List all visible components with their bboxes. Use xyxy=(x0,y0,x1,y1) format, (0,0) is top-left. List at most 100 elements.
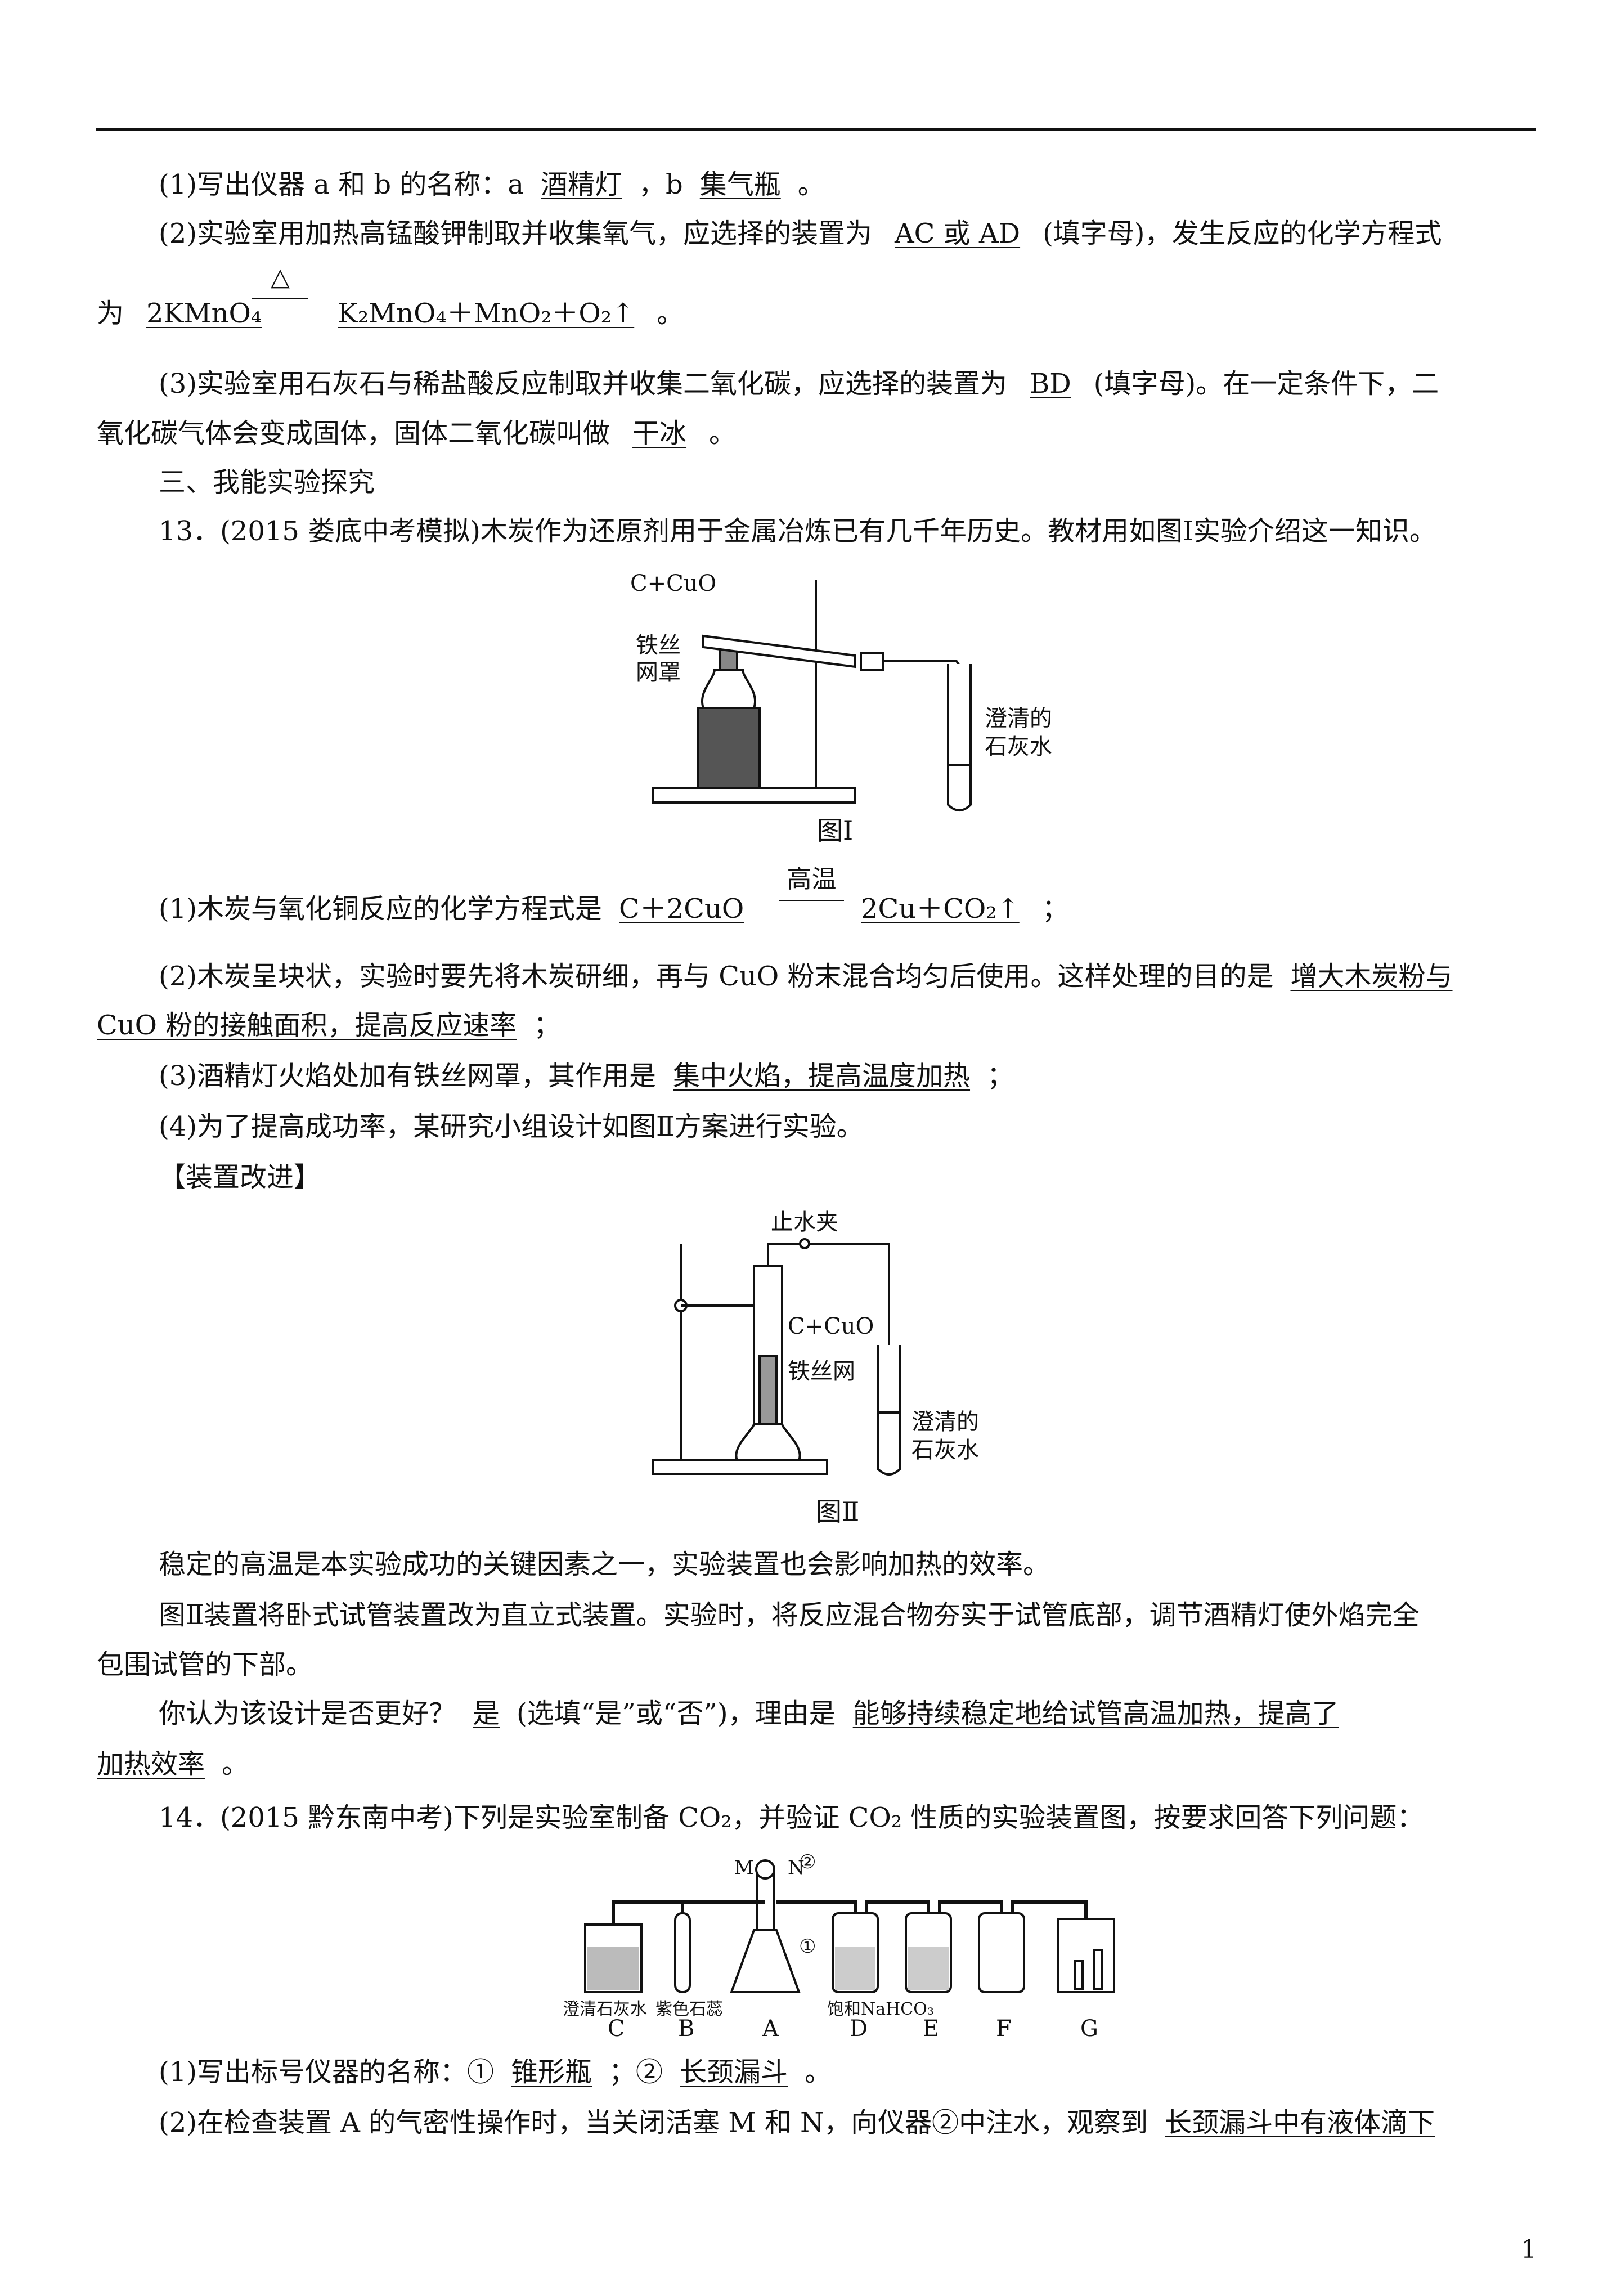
lamp-block xyxy=(697,707,761,789)
valve-n-label: N xyxy=(788,1856,805,1879)
label-c-cuo: C+CuO xyxy=(630,571,716,597)
equation-rhs: K₂MnO₄＋MnO₂＋O₂↑ xyxy=(338,298,635,329)
valve-m-label: M xyxy=(734,1856,754,1879)
condition-label: 高温 xyxy=(787,865,837,894)
q14-intro: 14．(2015 黔东南中考)下列是实验室制备 CO₂，并验证 CO₂ 性质的实… xyxy=(159,1802,1424,1833)
limewater-tube xyxy=(947,664,972,811)
text: (2)在检查装置 A 的气密性操作时，当关闭活塞 M 和 N，向仪器②中注水，观… xyxy=(159,2107,1148,2138)
letter-d: D xyxy=(850,2016,868,2042)
q13-statement-2-line2: 包围试管的下部。 xyxy=(97,1649,313,1680)
text: 。 xyxy=(709,418,737,449)
text: (1)木炭与氧化铜反应的化学方程式是 xyxy=(159,893,602,925)
text: ，b xyxy=(639,169,683,200)
stand-base xyxy=(652,1459,828,1475)
label-lime-1: 澄清的 xyxy=(911,1409,979,1435)
text: (选填“是”或“否”)，理由是 xyxy=(517,1698,836,1729)
figure-1-caption: 图Ⅰ xyxy=(817,815,854,846)
text: ； xyxy=(987,1060,1014,1092)
q13-part2: (2)木炭呈块状，实验时要先将木炭研细，再与 CuO 粉末混合均匀后使用。这样处… xyxy=(159,959,1453,993)
text: (2)木炭呈块状，实验时要先将木炭研细，再与 CuO 粉末混合均匀后使用。这样处… xyxy=(159,961,1274,992)
mark-2: ② xyxy=(799,1851,816,1873)
label-clamp: 止水夹 xyxy=(771,1209,838,1235)
label-lime-2: 石灰水 xyxy=(985,734,1052,760)
letter-f: F xyxy=(996,2016,1012,2042)
q12-part3-line2: 氧化碳气体会变成固体，固体二氧化碳叫做干冰。 xyxy=(97,416,736,450)
text: (3)酒精灯火焰处加有铁丝网罩，其作用是 xyxy=(159,1060,656,1092)
alcohol-lamp xyxy=(735,1423,801,1461)
figure-1-apparatus: C+CuO 铁丝 网罩 澄清的 石灰水 xyxy=(630,571,1052,811)
mesh-section xyxy=(758,1355,778,1430)
beaker-g xyxy=(1057,1918,1115,1993)
q13-part1: (1)木炭与氧化铜反应的化学方程式是 C＋2CuO xyxy=(159,892,744,926)
tube-a-d xyxy=(776,1900,857,1913)
letter-c: C xyxy=(608,2016,625,2042)
equals-bar xyxy=(779,895,844,901)
answer-purpose-1: 增大木炭粉与 xyxy=(1290,961,1453,992)
figure-q14-apparatus: M N ② ① 澄清石灰水 紫色石蕊 饱和NaHCO₃ xyxy=(563,1851,1115,2019)
figure-2-caption: 图Ⅱ xyxy=(816,1496,860,1527)
q13-question: 你认为该设计是否更好？是(选填“是”或“否”)，理由是能够持续稳定地给试管高温加… xyxy=(159,1697,1339,1730)
equation-lhs: C＋2CuO xyxy=(619,893,744,925)
condition-symbol: △ xyxy=(271,263,290,292)
tube-e-f xyxy=(938,1900,1003,1913)
answer-mesh-function: 集中火焰，提高温度加热 xyxy=(673,1060,971,1092)
q13-part2-line2: CuO 粉的接触面积，提高反应速率； xyxy=(97,1008,560,1042)
label-litmus: 紫色石蕊 xyxy=(655,1999,723,2019)
q13-statement-1: 稳定的高温是本实验成功的关键因素之一，实验装置也会影响加热的效率。 xyxy=(159,1549,1050,1580)
label-limewater: 澄清石灰水 xyxy=(563,1999,647,2019)
mark-1: ① xyxy=(799,1935,816,1958)
q13-part1-rhs: 2Cu＋CO₂↑； xyxy=(861,892,1069,926)
answer-b: 集气瓶 xyxy=(699,169,781,200)
page-number: 1 xyxy=(1521,2235,1537,2264)
label-mesh: 铁丝网 xyxy=(788,1358,855,1384)
erlenmeyer-flask-a xyxy=(730,1929,801,1993)
q13-intro: 13．(2015 娄底中考模拟)木炭作为还原剂用于金属冶炼已有几千年历史。教材用… xyxy=(159,515,1436,547)
answer-flask: 锥形瓶 xyxy=(511,2056,592,2088)
text: (填字母)，发生反应的化学方程式 xyxy=(1043,218,1442,249)
q13-part3: (3)酒精灯火焰处加有铁丝网罩，其作用是集中火焰，提高温度加热 ； xyxy=(159,1059,1014,1093)
text: 你认为该设计是否更好？ xyxy=(159,1698,456,1729)
answer-dry-ice: 干冰 xyxy=(632,418,687,449)
letter-b: B xyxy=(678,2016,695,2042)
text: (1)写出仪器 a 和 b 的名称：a xyxy=(159,169,524,200)
text: (填字母)。在一定条件下，二 xyxy=(1093,368,1439,400)
label-lime-1: 澄清的 xyxy=(985,706,1052,732)
text: 为 xyxy=(97,298,124,329)
equation-lhs: 2KMnO₄ xyxy=(146,298,262,329)
label-lime-2: 石灰水 xyxy=(911,1437,979,1463)
letter-e: E xyxy=(923,2016,940,2042)
answer-apparatus: AC 或 AD xyxy=(895,218,1021,249)
q14-letter-row: C B A D E F G xyxy=(563,2016,1148,2044)
label-c-cuo: C+CuO xyxy=(788,1313,874,1339)
label-nahco3: 饱和NaHCO₃ xyxy=(827,1999,934,2019)
bottle-f xyxy=(978,1912,1025,1993)
label-mesh-2: 网罩 xyxy=(636,660,681,685)
text: ； xyxy=(533,1010,561,1041)
test-tube-b xyxy=(674,1912,691,1993)
answer-funnel: 长颈漏斗 xyxy=(680,2056,788,2088)
label-mesh-1: 铁丝 xyxy=(636,633,681,658)
improvement-heading: 【装置改进】 xyxy=(159,1162,321,1193)
letter-a: A xyxy=(762,2016,779,2042)
answer-yes: 是 xyxy=(473,1698,500,1729)
test-tube xyxy=(702,634,856,669)
tube-f-g xyxy=(1011,1900,1088,1919)
funnel-cup xyxy=(755,1859,775,1880)
q12-part2-equation-line: 为 2KMnO₄ xyxy=(97,297,262,330)
delivery-tube xyxy=(767,1243,890,1452)
answer-a: 酒精灯 xyxy=(541,169,622,200)
clamp-mark xyxy=(799,1238,810,1249)
answer-co2-apparatus: BD xyxy=(1030,368,1071,400)
q13-part4: (4)为了提高成功率，某研究小组设计如图Ⅱ方案进行实验。 xyxy=(159,1111,864,1142)
q14-part2: (2)在检查装置 A 的气密性操作时，当关闭活塞 M 和 N，向仪器②中注水，观… xyxy=(159,2106,1435,2140)
equation-rhs: 2Cu＋CO₂↑ xyxy=(861,893,1020,925)
figure-2-apparatus: 止水夹 C+CuO 铁丝网 澄清的 石灰水 xyxy=(652,1209,979,1476)
answer-observation: 长颈漏斗中有液体滴下 xyxy=(1165,2107,1435,2138)
text: 。 xyxy=(657,298,684,329)
header-rule xyxy=(96,128,1536,131)
